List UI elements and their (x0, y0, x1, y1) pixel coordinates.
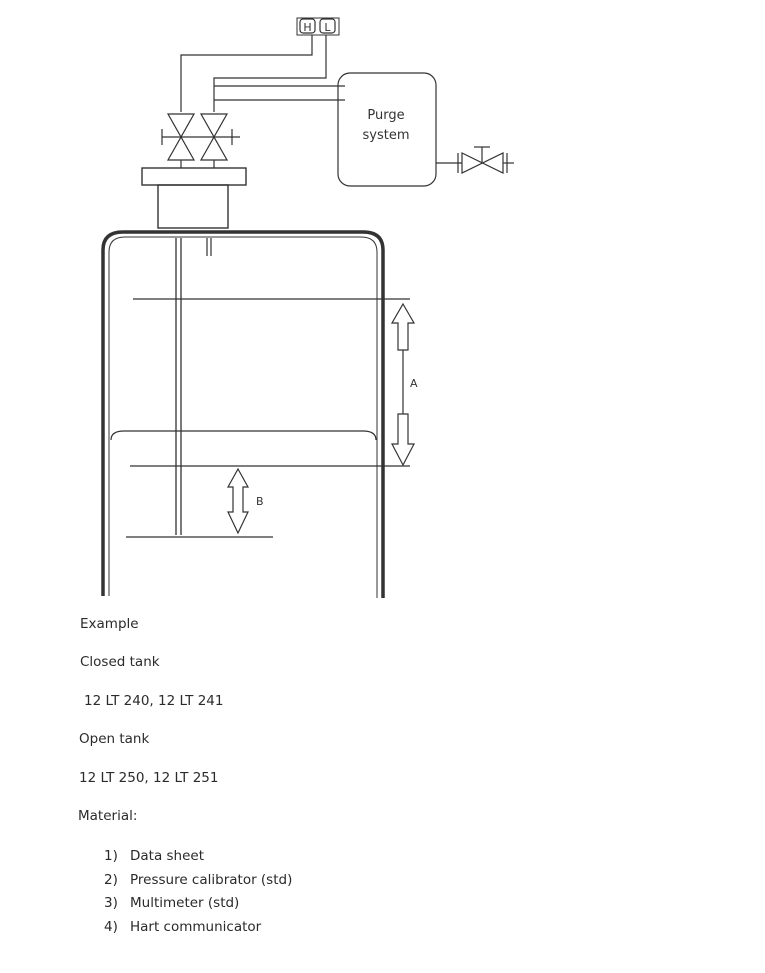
block-valves (161, 113, 240, 168)
list-item-label: Data sheet (130, 848, 205, 864)
list-item-label: Pressure calibrator (std) (130, 871, 293, 888)
dip-tube (175, 238, 212, 535)
dimension-a-label: A (410, 377, 418, 390)
list-item: 2) Pressure calibrator (std) (104, 869, 292, 893)
dimension-b-label: B (256, 495, 264, 508)
list-item-number: 4) (104, 918, 118, 935)
purge-system-label-line2: system (363, 128, 410, 143)
example-heading: Example (80, 616, 139, 632)
closed-tank-heading: Closed tank (80, 654, 160, 670)
list-item: 1) Data sheet (104, 845, 292, 869)
list-item-number: 1) (104, 848, 118, 864)
flange-nozzle (141, 167, 247, 229)
open-tank-tags: 12 LT 250, 12 LT 251 (79, 770, 219, 786)
dimension-b-arrow (226, 467, 250, 535)
tank-level-diagram: H L Purge system A B (101, 17, 514, 598)
tank-wall (101, 230, 385, 598)
transmitter-h-label: H (303, 21, 311, 34)
list-item-number: 2) (104, 871, 118, 888)
level-lines (110, 298, 410, 538)
impulse-lines (180, 35, 345, 112)
list-item: 3) Multimeter (std) (104, 892, 292, 916)
material-heading: Material: (78, 808, 138, 824)
transmitter-l-label: L (324, 21, 331, 34)
list-item-label: Multimeter (std) (130, 895, 240, 911)
closed-tank-tags: 12 LT 240, 12 LT 241 (84, 693, 224, 709)
material-list: 1) Data sheet 2) Pressure calibrator (std)… (104, 845, 292, 939)
list-item-label: Hart communicator (130, 918, 262, 935)
purge-system-box (337, 72, 437, 187)
list-item-number: 3) (104, 895, 118, 911)
open-tank-heading: Open tank (79, 731, 150, 747)
purge-system-label-line1: Purge (367, 108, 404, 123)
dimension-a-arrow (390, 302, 416, 467)
purge-valve (436, 146, 514, 174)
list-item: 4) Hart communicator (104, 916, 292, 940)
transmitter-box (296, 17, 340, 36)
